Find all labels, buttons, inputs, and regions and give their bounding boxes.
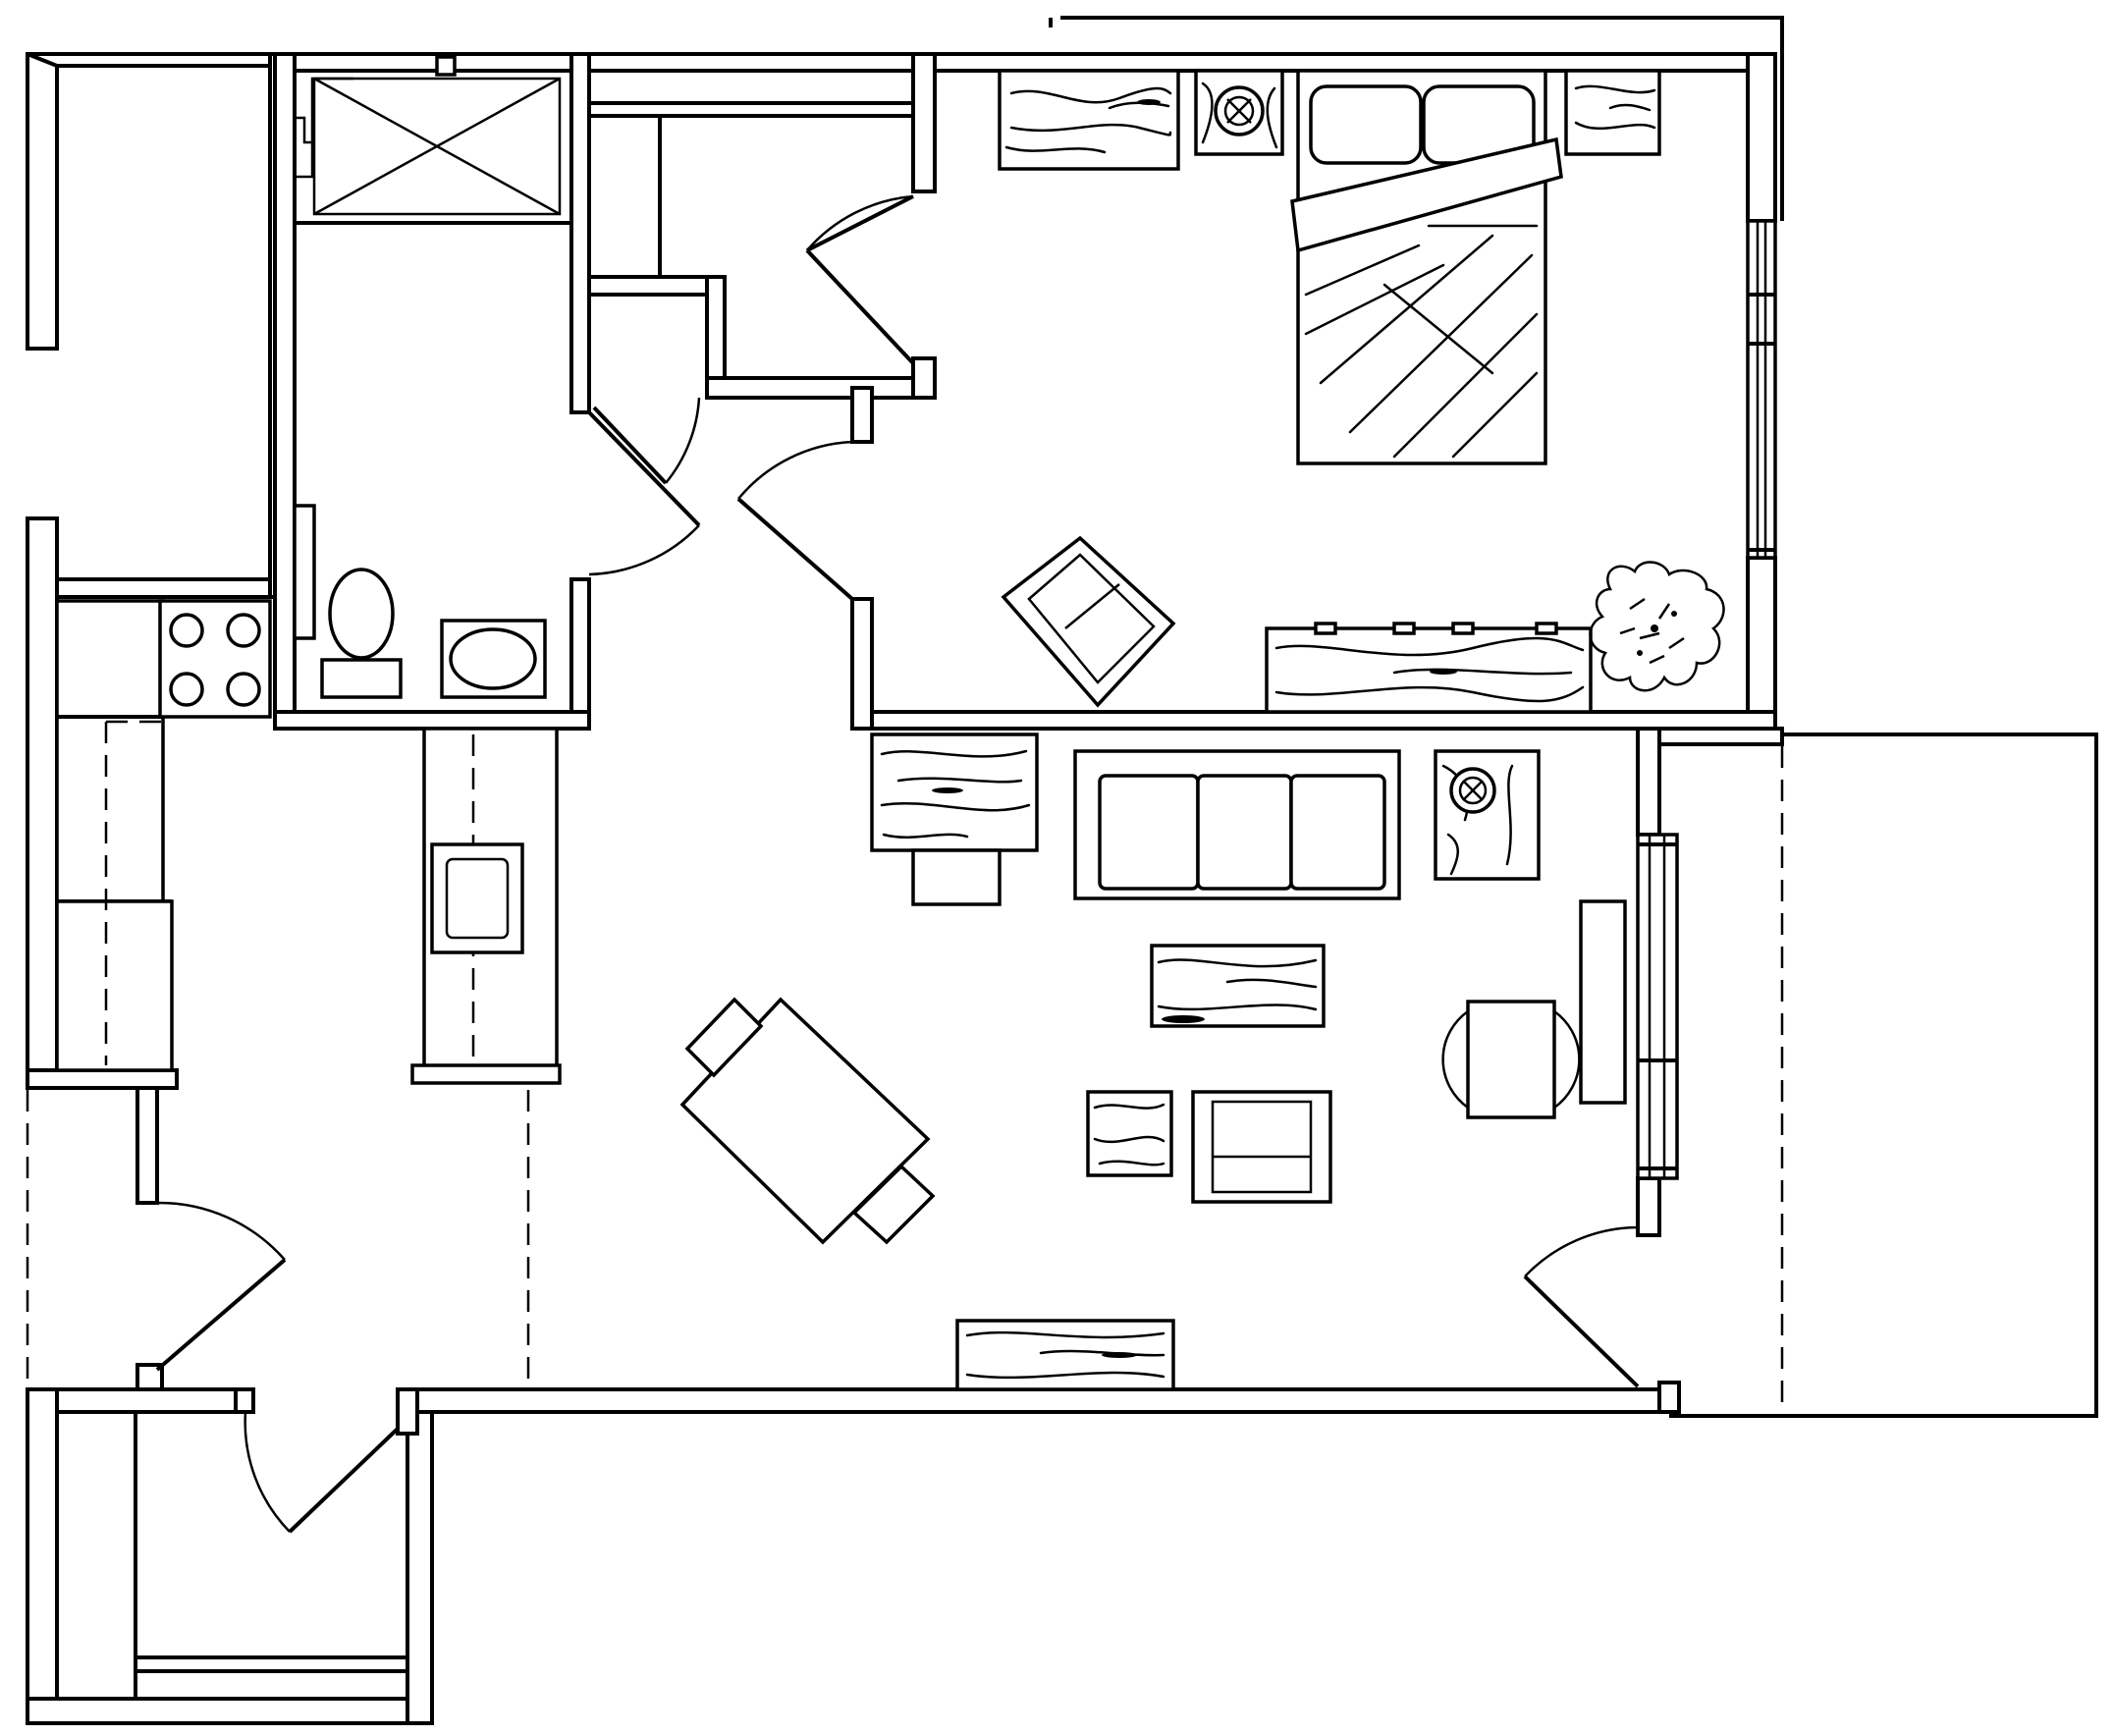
- stove: [158, 599, 272, 719]
- closet-wall-top: [587, 52, 915, 73]
- kitchen-wall-left: [26, 516, 59, 1090]
- balcony-door: [244, 1411, 400, 1534]
- walls: [26, 52, 1784, 1725]
- balcony-wall: [26, 1387, 59, 1725]
- bathroom-wall-left: [273, 52, 297, 731]
- storage-wall-left: [26, 52, 59, 351]
- dresser-bedroom-long: [1265, 622, 1593, 714]
- bathroom-wall-right: [569, 52, 591, 414]
- dresser-left: [998, 69, 1180, 171]
- bath-sink: [440, 619, 547, 699]
- bedroom-door: [805, 194, 915, 365]
- kitchen-island: [410, 727, 562, 1085]
- bedroom-wall-top: [933, 52, 1767, 73]
- living-window: [1636, 833, 1679, 1180]
- plant: [1589, 561, 1725, 692]
- side-table-small: [1086, 1090, 1173, 1177]
- balcony-shelf: [134, 1412, 407, 1699]
- bedroom-entry-door: [736, 440, 854, 601]
- bedroom-window: [1746, 219, 1777, 560]
- tv-console: [1579, 899, 1627, 1105]
- closet-door: [592, 397, 701, 485]
- storage-wall-top: [27, 52, 292, 68]
- kitchen-counter: [55, 599, 174, 1072]
- bedroom-wall-right-lower: [1746, 556, 1777, 731]
- kitchen-door: [155, 1201, 287, 1372]
- bedroom-wall-right-upper: [1746, 52, 1777, 223]
- dining-table: [679, 997, 936, 1245]
- patio-door: [1523, 1225, 1640, 1388]
- end-table-left: [870, 732, 1039, 852]
- toilet: [293, 504, 403, 699]
- bath-door: [587, 410, 701, 576]
- shower: [293, 55, 573, 225]
- living-wall-right-upper: [1636, 727, 1661, 837]
- armchair-bedroom: [1001, 535, 1176, 708]
- media-bench: [955, 1319, 1175, 1391]
- coffee-table: [1150, 944, 1326, 1028]
- round-side-table: [1441, 1000, 1581, 1119]
- sofa: [1073, 749, 1401, 900]
- bed: [1290, 69, 1563, 465]
- closet-shelf: [589, 101, 913, 277]
- bathroom-wall-bottom: [273, 710, 591, 731]
- bedroom-wall-bottom: [850, 710, 1777, 731]
- kitchen-dashed-line: [26, 1090, 530, 1384]
- living-wall-bottom: [396, 1387, 1661, 1414]
- living-wall-right-lower: [1636, 1176, 1661, 1237]
- nightstand-left: [1194, 69, 1284, 156]
- nightstand-right: [1564, 69, 1661, 156]
- bathroom-wall-top: [293, 52, 573, 73]
- patio: [1049, 16, 2098, 1418]
- end-table-right: [1434, 749, 1541, 881]
- armchair-living: [1191, 1090, 1332, 1204]
- ottoman: [911, 848, 1002, 906]
